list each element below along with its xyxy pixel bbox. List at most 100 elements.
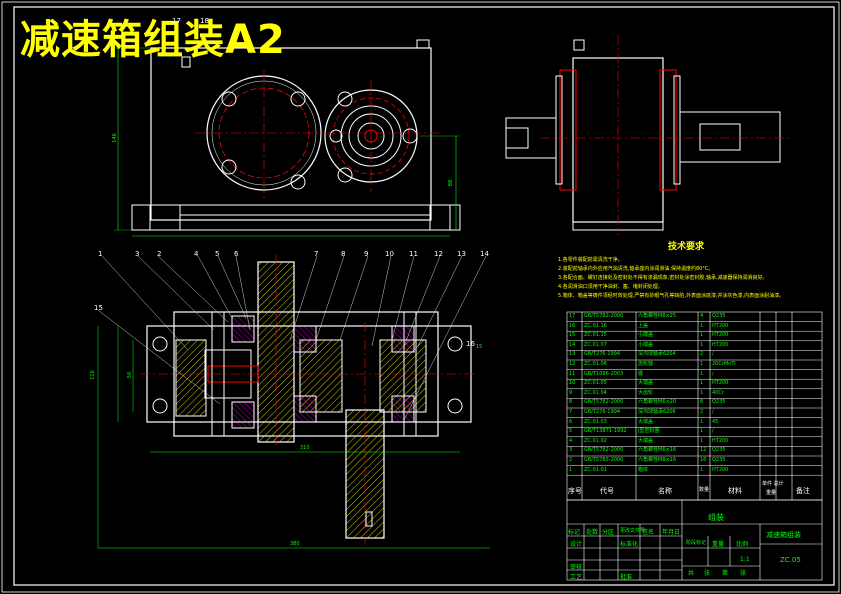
tech-note: 3.各配合面、螺钉连接处及密封处不得有渗漏现象,密封处涂密封胶,轴承,减速器保持…: [558, 275, 768, 281]
bom-cell-qty: 1: [700, 418, 704, 425]
bom-cell-name: 小端盖: [638, 332, 654, 339]
bom-cell-no: 11: [569, 370, 576, 377]
bom-cell-qty: 2: [700, 351, 704, 358]
balloon-15: 15: [94, 304, 103, 312]
bom-cell-code: ZC.01.03: [584, 418, 607, 425]
balloon-16: 16: [466, 340, 475, 348]
titleblock-check: 审核: [570, 564, 583, 571]
bom-cell-code: GB/T13871-1992: [584, 428, 627, 435]
bom-cell-mat: HT200: [712, 341, 729, 348]
bom-cell-code: GB/T5782-2000: [584, 313, 624, 319]
dim-left-small: 56: [127, 371, 134, 379]
balloon-7: 7: [314, 250, 319, 258]
bom-cell-no: 13: [569, 351, 576, 358]
balloon-13: 13: [457, 250, 466, 258]
titleblock-process: 工艺: [570, 574, 583, 581]
dim-bottom-width: 310: [300, 445, 310, 451]
bom-cell-code: ZC.01.16: [584, 322, 607, 329]
bom-header-no: 序号: [568, 487, 582, 495]
bom-cell-mat: HT200: [712, 332, 729, 339]
bom-cell-code: ZC.01.04: [584, 389, 607, 396]
bom-cell-name: 深沟球轴承6206: [638, 409, 676, 415]
tech-requirements-title: 技术要求: [668, 242, 705, 252]
tech-note: 4.各润滑油口须用干净油封、塞、堵封闭处理。: [558, 284, 663, 290]
balloon-14: 14: [480, 250, 489, 258]
titleblock-drawing-name: 减速箱组装: [766, 531, 801, 539]
bom-cell-name: 大端盖: [638, 418, 654, 425]
drawing-title: 减速箱组装A2: [20, 17, 286, 63]
dim-left-height: 116: [89, 370, 96, 380]
bom-cell-mat: HT200: [712, 466, 729, 473]
bom-cell-qty: 8: [700, 399, 704, 406]
bom-cell-code: ZC.01.05: [584, 380, 607, 387]
titleblock-sheet-unit2: 张: [740, 570, 747, 577]
balloon-8: 8: [341, 250, 346, 258]
balloon-11: 11: [409, 250, 418, 258]
bom-cell-qty: 1: [700, 380, 704, 387]
bom-cell-name: 六角螺栓M6×20: [638, 399, 677, 406]
bom-cell-no: 6: [569, 418, 573, 425]
balloon-2: 2: [157, 250, 162, 258]
titleblock-mark: 标记: [568, 529, 581, 536]
bom-cell-qty: 4: [700, 313, 704, 319]
titleblock-scale: 1:1: [740, 556, 750, 563]
bom-cell-qty: 1: [700, 361, 704, 367]
bom-cell-qty: 16: [700, 457, 707, 463]
dim-overall-width: 380: [290, 541, 300, 547]
bom-cell-name: 齿轮轴: [638, 361, 654, 367]
titleblock-stage: 阶段标记: [686, 540, 707, 546]
bom-cell-code: ZC.01.07: [584, 341, 607, 348]
tech-note: 1.各零件装配前需清洗干净。: [558, 257, 623, 263]
bom-header-name: 名称: [658, 487, 672, 495]
bom-cell-qty: 2: [700, 409, 704, 415]
bom-cell-mat: HT200: [712, 322, 729, 329]
titleblock-sheet-unit: 张: [704, 570, 711, 577]
bom-cell-name: 六角螺栓M8×25: [638, 313, 677, 319]
bom-cell-name: 键: [638, 370, 644, 377]
bom-cell-no: 1: [569, 466, 573, 473]
titleblock-change-doc: 更改文件号: [620, 528, 646, 534]
bom-cell-mat: Q235: [712, 447, 726, 454]
bom-cell-qty: 1: [700, 322, 704, 329]
bom-header-qty: 数量: [699, 487, 710, 493]
bom-cell-no: 2: [569, 457, 573, 463]
bom-cell-qty: 12: [700, 447, 707, 454]
tech-requirements-notes: 1.各零件装配前需清洗干净。 2.装配前轴承内外应用汽油清洗,轴承座内涂润滑油,…: [558, 256, 818, 301]
bom-cell-name: 上盖: [638, 322, 649, 329]
bom-cell-mat: 20CrMnTi: [712, 361, 736, 367]
titleblock-ratio: 比例: [736, 541, 749, 548]
bom-cell-mat: Q235: [712, 313, 726, 319]
bom-cell-no: 9: [569, 389, 573, 396]
titleblock-count: 处数: [586, 529, 599, 536]
bom-cell-no: 3: [569, 447, 573, 454]
bom-cell-no: 10: [569, 380, 576, 387]
bom-cell-code: GB/T5783-2000: [584, 457, 624, 463]
bom-header-mat: 材料: [728, 487, 742, 495]
bom-cell-name: 六角螺栓M6×16: [638, 447, 677, 454]
inner-border: [13, 6, 835, 586]
bom-cell-mat: 45: [712, 418, 719, 425]
bom-cell-name: 大端盖: [638, 380, 654, 387]
bom-cell-no: 4: [569, 437, 573, 444]
titleblock-std: 标准化: [620, 541, 639, 548]
bom-cell-qty: 1: [700, 389, 704, 396]
titleblock-sheet-total: 共: [688, 570, 695, 577]
balloon-12: 12: [434, 250, 443, 258]
bom-cell-no: 8: [569, 399, 573, 406]
bom-cell-code: GB/T1096-2003: [584, 370, 624, 377]
bom-cell-no: 14: [569, 341, 576, 348]
bom-cell-no: 17: [569, 313, 576, 319]
bom-cell-mat: /: [712, 370, 714, 377]
dim-right-angle: 15: [476, 344, 483, 350]
bom-cell-mat: Q235: [712, 457, 726, 463]
